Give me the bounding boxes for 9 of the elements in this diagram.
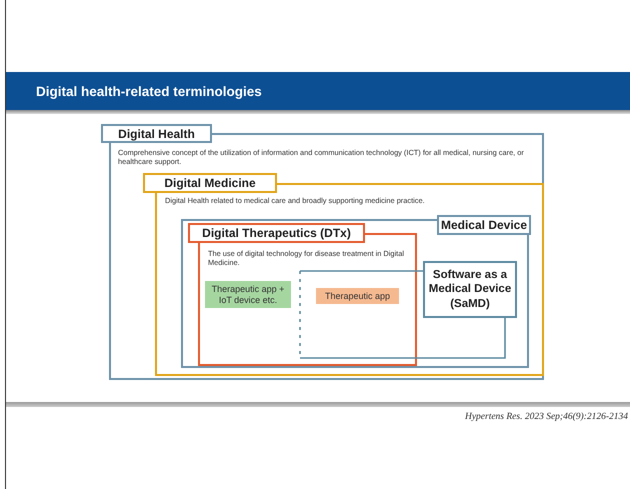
category-chip: Therapeutic app + IoT device etc. [205,281,291,308]
citation: Hypertens Res. 2023 Sep;46(9):2126-2134 [464,412,628,422]
term-heading: Digital Health [101,124,212,143]
term-heading: Software as a Medical Device (SaMD) [423,261,517,318]
term-heading: Medical Device [437,215,531,235]
term-heading: Digital Therapeutics (DTx) [188,223,365,243]
category-chip: Therapeutic app [316,288,399,304]
term-heading: Digital Medicine [143,173,277,193]
slide-title: Digital health-related terminologies [36,84,262,99]
